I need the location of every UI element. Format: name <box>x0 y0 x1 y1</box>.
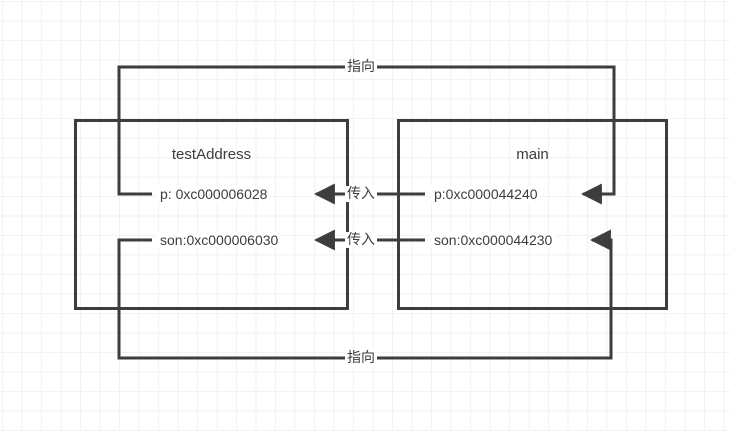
node-title-testaddress: testAddress <box>171 146 252 163</box>
field-main-p: p:0xc000044240 <box>431 186 541 202</box>
edge-label-pass-p: 传入 <box>345 186 377 202</box>
node-box-main[interactable] <box>397 119 668 310</box>
edge-label-bottom-pointer: 指向 <box>345 350 377 366</box>
field-main-son: son:0xc000044230 <box>431 232 556 248</box>
field-testaddress-p: p: 0xc000006028 <box>157 186 271 202</box>
node-title-main: main <box>516 146 549 163</box>
node-box-testaddress[interactable] <box>74 119 349 310</box>
edge-label-pass-son: 传入 <box>345 232 377 248</box>
field-testaddress-son: son:0xc000006030 <box>157 232 282 248</box>
edge-label-top-pointer: 指向 <box>345 59 377 75</box>
